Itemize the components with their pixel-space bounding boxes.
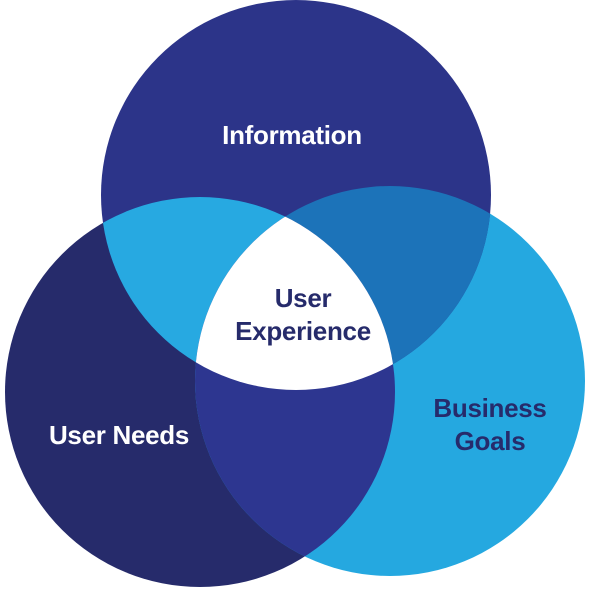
label-business-goals-line2: Goals [455,426,526,456]
label-business-goals-line1: Business [433,393,546,423]
label-user-experience-line2: Experience [235,316,371,346]
label-information: Information [222,120,362,150]
label-user-needs: User Needs [49,420,189,450]
label-user-experience-line1: User [275,283,332,313]
